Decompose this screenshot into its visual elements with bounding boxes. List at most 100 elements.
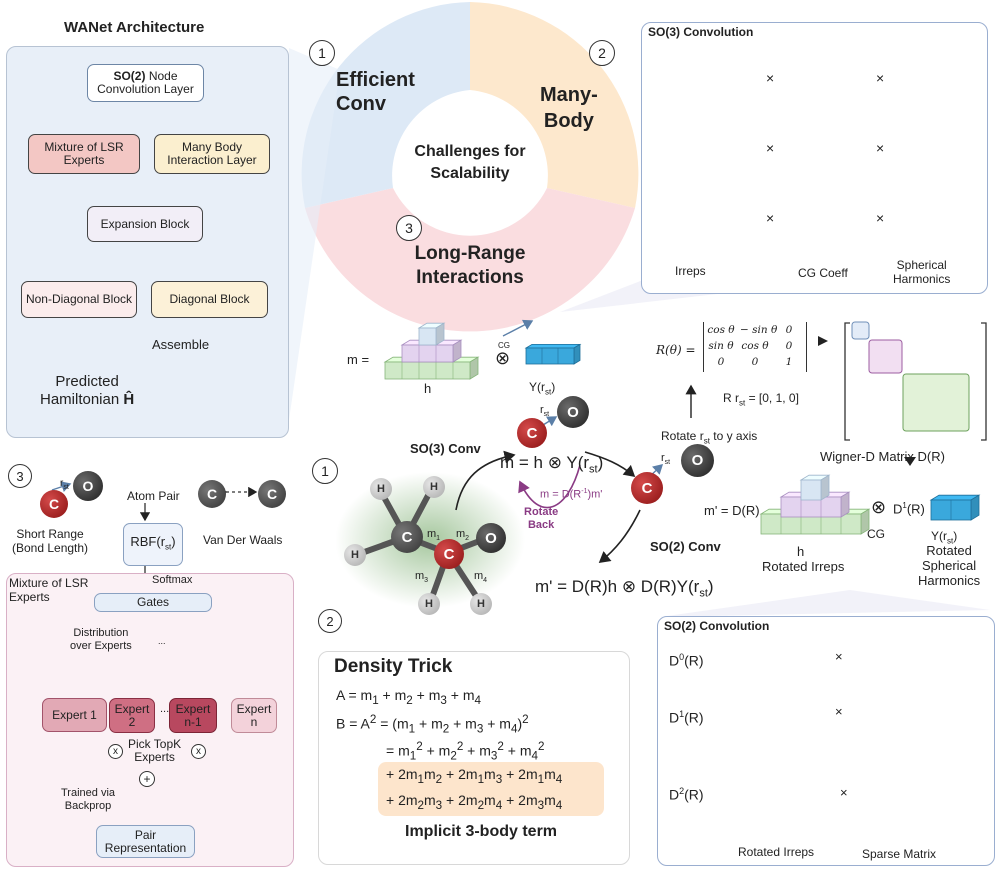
wanet-panel (6, 46, 289, 438)
density-eq-cross-1: + 2m1m2 + 2m1m3 + 2m1m4 (386, 766, 563, 786)
m2-label: m2 (456, 528, 470, 543)
so3-panel-title: SO(3) Convolution (648, 25, 754, 39)
so2-rotated-irreps-label: Rotated Irreps (738, 845, 815, 859)
cg-label: CG (498, 341, 510, 350)
oxygen-atom: O (681, 444, 714, 477)
m1-label: m1 (427, 528, 441, 543)
so2-node-conv-box: SO(2) Node Convolution Layer (87, 64, 204, 102)
hydrogen-atom: H (370, 478, 392, 500)
lsr-experts-box: Mixture of LSR Experts (28, 134, 140, 174)
rotation-matrix-cell: cos θ (707, 324, 735, 336)
wanet-title: WANet Architecture (64, 19, 205, 36)
three-body-highlight (378, 762, 604, 816)
d2r-label: D2(R) (669, 786, 704, 803)
carbon-atom: C (517, 418, 547, 448)
so2-convolution-panel (657, 616, 995, 866)
density-trick-title: Density Trick (334, 656, 453, 677)
rotation-matrix-cell: 0 (785, 340, 793, 352)
hydrogen-atom: H (418, 593, 440, 615)
times-sign: × (876, 70, 885, 86)
multiply-node: x (108, 744, 123, 759)
density-trick-panel (318, 651, 630, 865)
times-sign: × (766, 140, 775, 156)
rotation-matrix-cell: − sin θ (740, 324, 778, 336)
times-sign: × (876, 140, 885, 156)
rotation-matrix-cell: 0 (717, 356, 725, 368)
y-rst-rotated-label: Y(rst) (931, 529, 958, 546)
mprime-formula: m' = D(R)h ⊗ D(R)Y(rst) (535, 577, 714, 600)
sum-node: + (139, 771, 155, 787)
density-eq-cross-2: + 2m2m3 + 2m2m4 + 2m3m4 (386, 792, 563, 812)
otimes-sign: ⊗ (871, 497, 887, 517)
rotated-irreps-label: Rotated Irreps (762, 559, 845, 574)
rst-label: rst (60, 478, 69, 491)
van-der-waals-label: Van Der Waals (203, 533, 283, 547)
hydrogen-atom: H (423, 476, 445, 498)
m3-label: m3 (415, 570, 429, 585)
callout-wedge-bottom (660, 590, 990, 617)
times-sign: × (835, 649, 843, 664)
m-formula: m = h ⊗ Y(rst) (500, 453, 604, 476)
so3-conv-label: SO(3) Conv (410, 441, 481, 456)
assemble-label: Assemble (152, 337, 210, 352)
challenge-donut (301, 2, 639, 332)
so2-panel-title: SO(2) Convolution (664, 619, 770, 633)
so2-conv-label: SO(2) Conv (650, 539, 721, 554)
wigner-matrix (818, 321, 987, 466)
d1r-label: D1(R) (669, 709, 704, 726)
rotation-matrix-cell: sin θ (708, 340, 734, 352)
non-diagonal-block-box: Non-Diagonal Block (21, 281, 137, 318)
dots: ... (160, 703, 170, 715)
atom-pair-label: Atom Pair (127, 489, 180, 503)
h-label: h (424, 381, 432, 396)
sparse-matrix-label: Sparse Matrix (862, 847, 937, 861)
rotated-h-label: h (797, 544, 805, 559)
diagonal-block-box: Diagonal Block (151, 281, 268, 318)
r-rst-label: R rst = [0, 1, 0] (723, 391, 799, 408)
irreps-label: Irreps (675, 264, 706, 278)
hydrogen-atom: H (470, 593, 492, 615)
times-sign: × (876, 210, 885, 226)
challenge-number-2: 2 (589, 40, 615, 66)
carbon-atom: C (631, 472, 663, 504)
carbon-atom: C (434, 539, 464, 569)
rotation-matrix-cell: 0 (785, 324, 793, 336)
times-sign: × (840, 785, 848, 800)
h-stack-l0 (417, 322, 446, 346)
rotation-matrix-lhs: R(θ) = (656, 343, 696, 357)
d1r-label: D1(R) (893, 501, 925, 517)
wigner-d-label: Wigner-D Matrix D(R) (820, 449, 945, 464)
rot-y-block (929, 494, 981, 521)
section-number-2: 2 (318, 609, 342, 633)
m-equals-label: m = (347, 352, 370, 367)
rst-label: rst (661, 452, 671, 467)
carbon-atom-gray: C (258, 480, 286, 508)
rotation-matrix-bracket (703, 322, 807, 372)
mprime-d-label: m' = D(R) (704, 503, 760, 518)
section-number-3: 3 (8, 464, 32, 488)
times-sign: × (766, 70, 775, 86)
rotate-to-y-label: Rotate rst to y axis (661, 429, 758, 446)
oxygen-atom: O (476, 523, 506, 553)
rot-h-l1 (779, 491, 851, 518)
density-eq-squares: = m12 + m22 + m32 + m42 (386, 740, 545, 763)
times-sign: × (835, 704, 843, 719)
molecule-glow (335, 472, 525, 608)
y-rst-label: Y(rst) (529, 380, 556, 397)
rotation-matrix-cell: 0 (751, 356, 759, 368)
challenge-number-3: 3 (396, 215, 422, 241)
section-number-1: 1 (312, 458, 338, 484)
so3-convolution-panel (641, 22, 988, 294)
density-eq-b: B = A2 = (m1 + m2 + m3 + m4)2 (336, 713, 529, 736)
density-eq-a: A = m1 + m2 + m3 + m4 (336, 687, 481, 707)
rbf-box: RBF(rst) (123, 523, 183, 566)
